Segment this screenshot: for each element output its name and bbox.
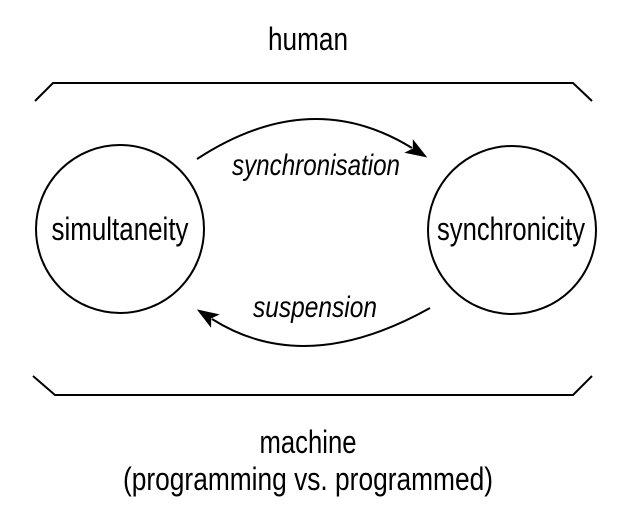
synchronicity-node-label: synchronicity <box>437 211 585 247</box>
human-brace <box>34 82 593 102</box>
bottom-sublabel: (programming vs. programmed) <box>123 461 493 497</box>
synchronisation-arrow <box>196 118 428 160</box>
synchronisation-arrow-label: synchronisation <box>232 149 400 182</box>
simultaneity-node-label: simultaneity <box>52 211 189 247</box>
machine-brace <box>32 375 593 396</box>
synchronicity-node <box>427 145 597 315</box>
top-label: human <box>268 21 348 57</box>
suspension-arrow <box>196 307 431 347</box>
bottom-label: machine <box>260 424 357 460</box>
simultaneity-node <box>35 144 205 314</box>
suspension-arrow-label: suspension <box>253 291 377 324</box>
